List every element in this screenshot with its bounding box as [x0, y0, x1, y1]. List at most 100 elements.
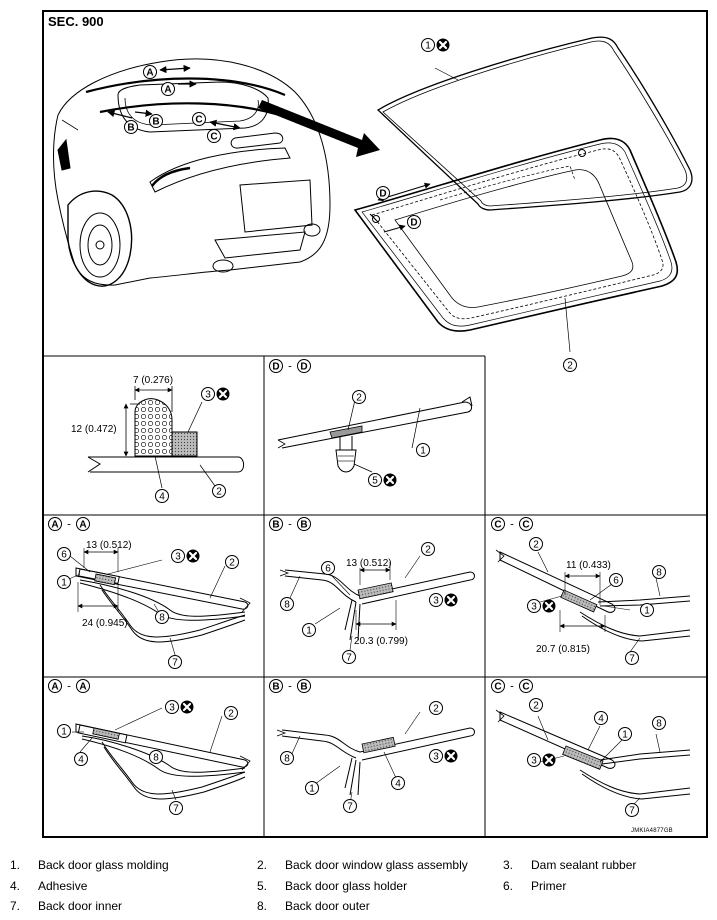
- callout-text: 7: [346, 653, 352, 664]
- callout-n8: 8: [280, 597, 294, 611]
- legend-num: 8.: [257, 899, 268, 913]
- callout-text: 3: [175, 552, 181, 563]
- callout-text: C: [195, 115, 202, 126]
- panel-grid: [42, 355, 708, 837]
- callout-n8: 8: [155, 610, 169, 624]
- callout-n7: 7: [625, 651, 639, 665]
- callout-text: 8: [656, 568, 662, 579]
- callout-text: D: [410, 218, 417, 229]
- callout-n3: 3: [429, 592, 459, 608]
- callout-n7: 7: [343, 799, 357, 813]
- callout-n2: 2: [529, 537, 543, 551]
- legend-label: Back door outer: [285, 899, 370, 913]
- legend-item-7: 7.Back door inner: [10, 899, 122, 913]
- callout-n2: 2: [224, 706, 238, 720]
- callout-text: 2: [228, 709, 234, 720]
- section-title-letter: D: [272, 362, 279, 373]
- do-not-reuse-icon: [541, 598, 557, 614]
- callout-text: 7: [172, 658, 178, 669]
- callout-n1: 1: [305, 781, 319, 795]
- callout-text: 2: [567, 361, 573, 372]
- section-cc-top: [495, 549, 691, 653]
- section-title-letter: B: [272, 682, 279, 693]
- callout-text: C: [210, 132, 217, 143]
- figure-code: JMKIA4877GB: [631, 828, 673, 834]
- dim-cc-bottom: 20.7 (0.815): [536, 644, 590, 655]
- car-illustration: [53, 58, 331, 287]
- section-title-dash: -: [288, 519, 292, 531]
- legend-label: Back door glass molding: [38, 858, 169, 872]
- callout-text: 2: [229, 558, 235, 569]
- callout-n1: 1: [618, 727, 632, 741]
- callout-text: 3: [531, 602, 537, 613]
- legend-num: 1.: [10, 858, 21, 872]
- legend-item-2: 2.Back door window glass assembly: [257, 858, 468, 872]
- callout-n7: 7: [625, 803, 639, 817]
- callout-n1: 1: [57, 575, 71, 589]
- callout-text: 4: [598, 714, 604, 725]
- callout-text: 8: [284, 600, 290, 611]
- callout-n2: 2: [212, 484, 226, 498]
- section-title-letter: C: [522, 520, 529, 531]
- callout-n8: 8: [652, 565, 666, 579]
- glass-assembly-exploded: [353, 36, 693, 353]
- callout-n3: 3: [171, 548, 201, 564]
- legend-label: Back door glass holder: [285, 879, 408, 893]
- callout-a: A: [161, 82, 175, 96]
- callout-text: 1: [420, 446, 426, 457]
- callout-text: A: [146, 68, 153, 79]
- legend-label: Primer: [531, 879, 567, 893]
- section-aa-top: [66, 548, 251, 659]
- section-title-dash: -: [67, 681, 71, 693]
- callout-n5: 5: [368, 472, 398, 488]
- do-not-reuse-icon: [215, 386, 231, 402]
- section-title-dash: -: [288, 681, 292, 693]
- callout-c: C: [207, 129, 221, 143]
- do-not-reuse-icon: [443, 592, 459, 608]
- legend-item-6: 6. Primer: [503, 879, 566, 893]
- callout-text: 8: [284, 754, 290, 765]
- callout-text: 8: [159, 613, 165, 624]
- callout-b: B: [124, 120, 138, 134]
- callout-text: 2: [433, 704, 439, 715]
- section-title-dash: -: [510, 519, 514, 531]
- section-title-letter: B: [300, 682, 307, 693]
- section-cc-bottom: [495, 709, 691, 809]
- callout-n7: 7: [342, 650, 356, 664]
- callout-c: C: [192, 112, 206, 126]
- callout-text: 7: [629, 806, 635, 817]
- callout-text: 2: [356, 393, 362, 404]
- callout-text: 1: [622, 730, 628, 741]
- callout-n1: 1: [416, 443, 430, 457]
- car-section-marks: [107, 64, 241, 131]
- callout-n3: 3: [429, 748, 459, 764]
- do-not-reuse-icon: [185, 548, 201, 564]
- callout-d: D: [376, 186, 390, 200]
- section-title-b: B B-: [269, 679, 311, 693]
- callout-n2: 2: [421, 542, 435, 556]
- callout-text: 6: [325, 564, 331, 575]
- callout-text: 7: [347, 802, 353, 813]
- callout-n6: 6: [57, 547, 71, 561]
- callout-n4: 4: [155, 489, 169, 503]
- callout-text: 5: [372, 476, 378, 487]
- callout-text: 3: [433, 596, 439, 607]
- legend-num: 2.: [257, 858, 268, 872]
- callout-text: 4: [159, 492, 165, 503]
- callout-text: 1: [425, 41, 431, 52]
- callout-text: 8: [656, 719, 662, 730]
- callout-n3: 3: [165, 699, 195, 715]
- legend-num: 7.: [10, 899, 21, 913]
- callout-text: B: [127, 123, 134, 134]
- callout-text: 3: [433, 752, 439, 763]
- legend-num: 6.: [503, 879, 514, 893]
- callout-n1: 1: [421, 37, 451, 53]
- section-bb-top: [279, 555, 475, 651]
